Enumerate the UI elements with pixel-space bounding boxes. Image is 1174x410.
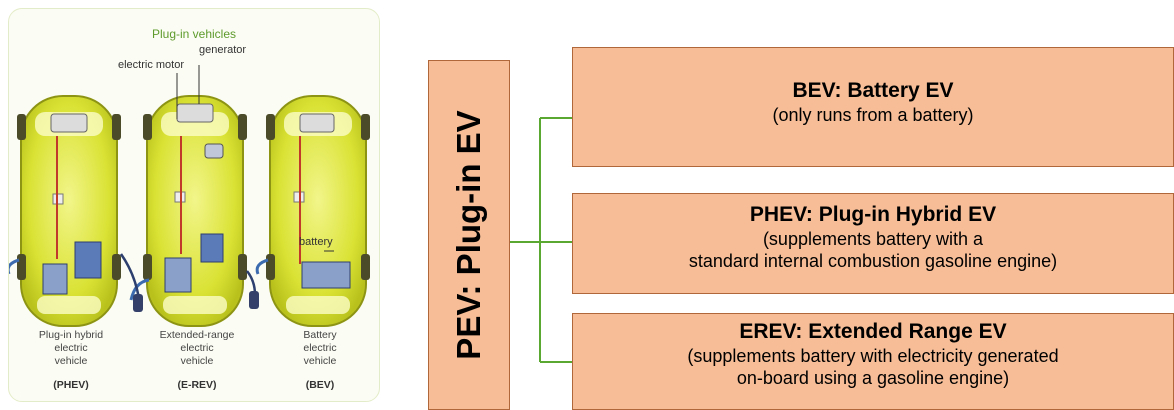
erev-description-line1: (supplements battery with electricity ge… <box>687 346 1059 366</box>
phev-car-icon <box>9 95 121 327</box>
vehicle-cutaway-drawing <box>9 65 370 327</box>
bev-caption: Battery electric vehicle <box>303 329 337 367</box>
phev-box: PHEV: Plug-in Hybrid EV (supplements bat… <box>572 193 1174 294</box>
generator-callout: generator <box>199 44 247 56</box>
phev-description-line2: standard internal combustion gasoline en… <box>688 251 1058 271</box>
illustration-title: Plug-in vehicles <box>151 27 237 41</box>
phev-title: PHEV: Plug-in Hybrid EV <box>749 203 997 226</box>
plug-in-vehicles-illustration: Plug-in vehicles generator electric moto… <box>8 8 380 402</box>
erev-description-line2: on-board using a gasoline engine) <box>736 368 1010 388</box>
phev-caption: Plug-in hybrid electric vehicle <box>38 329 104 367</box>
pev-root-label: PEV: Plug-in EV <box>450 110 487 360</box>
phev-description-line1: (supplements battery with a <box>762 229 984 249</box>
bev-description: (only runs from a battery) <box>772 105 974 125</box>
erev-car-icon <box>129 95 247 327</box>
erev-caption: Extended-range electric vehicle <box>159 329 235 367</box>
plug-icon <box>133 294 143 312</box>
pev-root-box <box>428 60 510 410</box>
phev-abbr: (PHEV) <box>53 379 89 391</box>
plug-icon <box>249 291 259 309</box>
bev-abbr: (BEV) <box>305 379 335 391</box>
bev-title: BEV: Battery EV <box>792 79 954 102</box>
erev-title: EREV: Extended Range EV <box>739 320 1007 343</box>
bev-box: BEV: Battery EV (only runs from a batter… <box>572 47 1174 167</box>
erev-box: EREV: Extended Range EV (supplements bat… <box>572 313 1174 410</box>
erev-abbr: (E-REV) <box>177 379 217 391</box>
electric-motor-callout: electric motor <box>118 59 185 71</box>
bev-car-icon <box>255 95 370 327</box>
battery-callout: battery <box>299 236 333 248</box>
